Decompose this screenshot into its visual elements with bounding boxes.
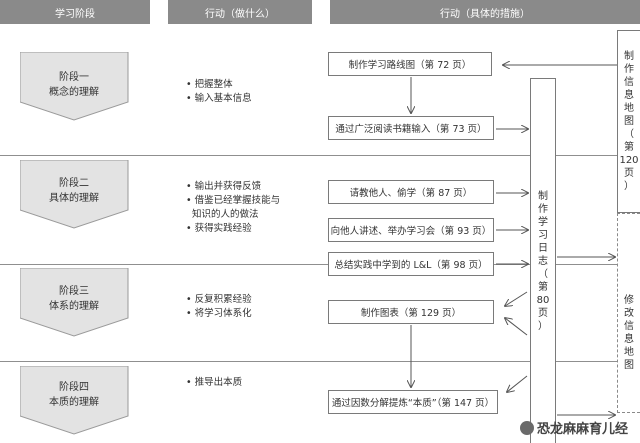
map-char: 120 [619, 155, 639, 166]
measure-box-roadmap: 制作学习路线图（第 72 页） [328, 52, 492, 76]
stage-title: 阶段三 [59, 286, 89, 297]
stage-3-shape: 阶段三 体系的理解 [20, 268, 152, 338]
learning-log-box: 制 作 学 习 日 志 （ 第 80 页 ） [530, 78, 556, 443]
measure-box-chart: 制作图表（第 129 页） [328, 300, 494, 324]
map-char: 信 [624, 77, 634, 88]
log-char: （ [538, 268, 548, 280]
action-item: • 输入基本信息 [186, 93, 252, 104]
stage-subtitle: 体系的理解 [49, 301, 99, 312]
arrow-log-to-essence [507, 375, 528, 392]
action-item: • 将学习体系化 [186, 308, 252, 319]
measure-box-lessons: 总结实践中学到的 L&L（第 98 页） [328, 252, 494, 276]
stage-2-actions: • 输出并获得反馈 • 借鉴已经掌握技能与 知识的人的做法 • 获得实践经验 [186, 180, 280, 236]
info-map-box: 制 作 信 息 地 图 （ 第 120 页 ） [617, 30, 640, 213]
revise-char: 改 [624, 308, 634, 319]
stage-3-actions: • 反复积累经验 • 将学习体系化 [186, 293, 252, 321]
measure-box-ask-others: 请教他人、偷学（第 87 页） [328, 180, 494, 204]
revise-char: 地 [624, 347, 634, 358]
revise-char: 图 [624, 360, 634, 371]
log-char: 日 [538, 242, 548, 254]
map-char: 息 [624, 90, 634, 101]
action-item: 知识的人的做法 [186, 209, 259, 220]
revise-char: 信 [624, 321, 634, 332]
map-char: 图 [624, 116, 634, 127]
row-separator [0, 264, 640, 265]
stage-title: 阶段二 [59, 178, 89, 189]
measure-box-essence: 通过因数分解提炼“本质”（第 147 页） [328, 390, 498, 414]
log-char: ） [538, 320, 548, 332]
log-char: 作 [538, 203, 548, 215]
log-char: 学 [538, 216, 548, 228]
action-item: • 把握整体 [186, 79, 233, 90]
action-item: • 推导出本质 [186, 377, 243, 388]
stage-subtitle: 本质的理解 [49, 397, 99, 408]
wechat-logo-icon [519, 420, 534, 435]
action-item: • 反复积累经验 [186, 294, 252, 305]
stage-1-actions: • 把握整体 • 输入基本信息 [186, 78, 252, 106]
header-actions: 行动（做什么） [168, 0, 312, 24]
stage-2-shape: 阶段二 具体的理解 [20, 160, 152, 230]
log-char: 制 [538, 190, 548, 202]
revise-char: 修 [624, 295, 634, 306]
stage-title: 阶段一 [59, 72, 89, 83]
map-char: （ [624, 129, 634, 140]
action-item: • 获得实践经验 [186, 223, 252, 234]
revise-char: 息 [624, 334, 634, 345]
row-separator [0, 155, 640, 156]
log-char: 第 [538, 281, 548, 293]
stage-4-shape: 阶段四 本质的理解 [20, 366, 152, 436]
stage-subtitle: 具体的理解 [49, 193, 99, 204]
pentagon-arrow-icon [20, 52, 129, 121]
measure-box-reading: 通过广泛阅读书籍输入（第 73 页） [328, 116, 494, 140]
watermark-text: 恐龙麻麻育儿经 [536, 422, 628, 437]
row-separator [0, 361, 640, 362]
stage-4-actions: • 推导出本质 [186, 376, 242, 390]
map-char: 第 [624, 142, 634, 153]
log-char: 80 [536, 294, 550, 306]
stage-title: 阶段四 [59, 382, 89, 393]
log-char: 页 [538, 307, 548, 319]
map-char: 制 [624, 51, 634, 62]
action-item: • 借鉴已经掌握技能与 [186, 195, 281, 206]
log-char: 习 [538, 229, 548, 241]
watermark: 恐龙麻麻育儿经 [519, 418, 628, 437]
header-measures: 行动（具体的措施） [330, 0, 640, 24]
stage-1-shape: 阶段一 概念的理解 [20, 52, 152, 122]
stage-subtitle: 概念的理解 [49, 87, 99, 98]
header-learning-stage: 学习阶段 [0, 0, 150, 24]
map-char: 作 [624, 64, 634, 75]
pentagon-arrow-icon [20, 160, 129, 229]
pentagon-arrow-icon [20, 366, 129, 435]
arrow-log-to-chart [505, 291, 528, 306]
action-item: • 输出并获得反馈 [186, 181, 262, 192]
revise-info-map-box: 修 改 信 息 地 图 [617, 213, 640, 413]
map-char: 页 [624, 168, 634, 179]
pentagon-arrow-icon [20, 268, 129, 337]
arrow-log-to-chart [505, 318, 528, 336]
log-char: 志 [538, 255, 548, 267]
map-char: 地 [624, 103, 634, 114]
map-char: ） [624, 181, 634, 192]
measure-box-teach: 向他人讲述、举办学习会（第 93 页） [328, 218, 494, 242]
